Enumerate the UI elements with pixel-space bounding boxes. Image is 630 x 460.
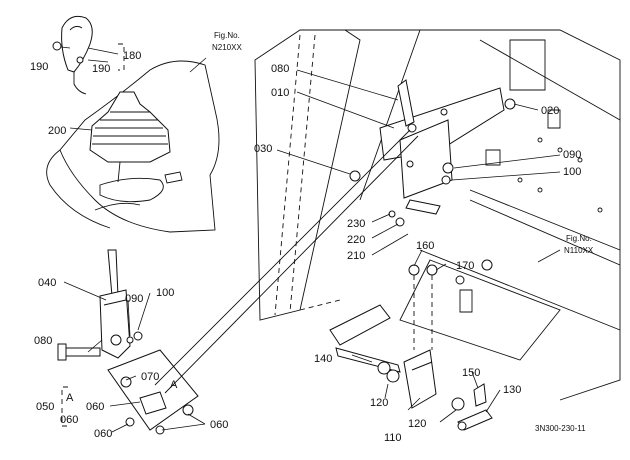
callout-190-b: 190 <box>92 63 110 75</box>
callout-130: 130 <box>503 384 521 396</box>
shift-knob <box>52 15 93 95</box>
rubber-boot <box>89 91 171 183</box>
callout-110: 110 <box>384 432 402 444</box>
callout-060-a: 060 <box>86 401 104 413</box>
group-bracket-050 <box>61 43 125 427</box>
callout-100-a: 100 <box>563 166 581 178</box>
drawing-code: 3N300-230-11 <box>535 424 586 433</box>
callout-080-a: 080 <box>271 63 289 75</box>
shift-lever-assembly <box>57 249 143 361</box>
callout-180: 180 <box>123 50 141 62</box>
callout-100-b: 100 <box>156 287 174 299</box>
figure-ref-n210-line2: N210XX <box>212 43 242 52</box>
link-assembly <box>107 349 199 435</box>
callout-060-b: 060 <box>60 414 78 426</box>
callout-070: 070 <box>141 371 159 383</box>
callout-120-a: 120 <box>370 397 388 409</box>
callout-030: 030 <box>254 143 272 155</box>
callout-020: 020 <box>541 105 559 117</box>
callout-190-a: 190 <box>30 61 48 73</box>
control-rod <box>154 129 419 394</box>
callout-050: 050 <box>36 401 54 413</box>
callout-060-d: 060 <box>210 419 228 431</box>
bracket-plate <box>349 79 516 227</box>
callout-210: 210 <box>347 250 365 262</box>
marker-a-lever: A <box>170 379 178 391</box>
callout-090-b: 090 <box>125 293 143 305</box>
floor-deck <box>399 29 621 401</box>
cabin-frame <box>254 29 421 321</box>
console-body <box>46 60 220 233</box>
callout-170: 170 <box>456 260 474 272</box>
shaft-assembly <box>329 264 493 431</box>
callout-200: 200 <box>48 125 66 137</box>
leader-lines <box>63 47 561 433</box>
callout-090-a: 090 <box>563 149 581 161</box>
callout-160: 160 <box>416 240 434 252</box>
callout-010: 010 <box>271 87 289 99</box>
marker-a-group: A <box>66 392 74 404</box>
callout-060-c: 060 <box>94 428 112 440</box>
callout-150: 150 <box>462 367 480 379</box>
figure-ref-n110-line2: N110XX <box>564 246 594 255</box>
callout-labels: 180 190 190 200 080 010 030 020 090 100 … <box>30 31 594 444</box>
figure-ref-n210-line1: Fig.No. <box>214 31 240 40</box>
callout-220: 220 <box>347 234 365 246</box>
callout-140: 140 <box>314 353 332 365</box>
callout-040: 040 <box>38 277 56 289</box>
callout-230: 230 <box>347 218 365 230</box>
callout-080-b: 080 <box>34 335 52 347</box>
callout-120-b: 120 <box>408 418 426 430</box>
figure-ref-n110-line1: Fig.No. <box>566 234 592 243</box>
